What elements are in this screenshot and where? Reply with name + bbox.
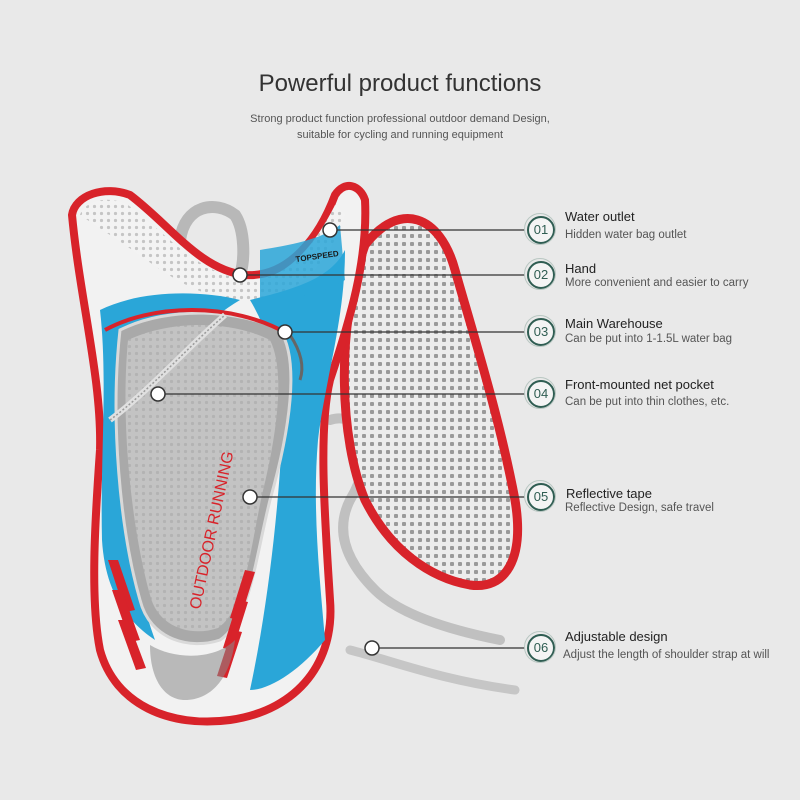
subtitle-line-2: suitable for cycling and running equipme… (296, 129, 504, 141)
callout-lines (158, 229, 525, 649)
callout-markers (150, 222, 380, 656)
pocket-zipper (104, 308, 292, 337)
top-webbing-strap (174, 201, 250, 281)
zipper-pull (288, 334, 304, 381)
brand-panel (260, 225, 345, 300)
shoulder-strap-mesh (339, 214, 523, 591)
page-title: Powerful product functions (258, 70, 542, 97)
subtitle-line-1: Strong product function professional out… (250, 113, 550, 125)
bottom-gusset (150, 640, 235, 700)
lower-webbing-strap (345, 645, 520, 695)
page-subtitle: Strong product function professional out… (0, 111, 800, 143)
pocket-mesh-texture (125, 324, 279, 632)
right-blue-panel (250, 250, 345, 690)
